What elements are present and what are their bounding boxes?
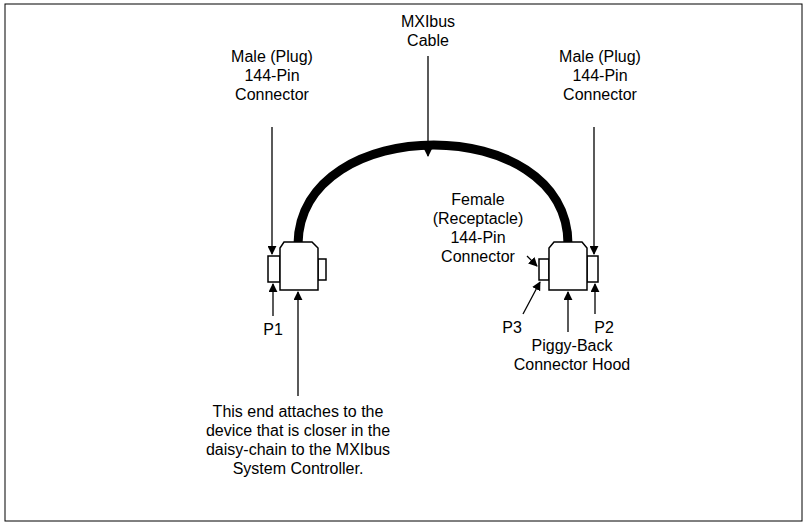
connector-id: P2 (589, 318, 619, 337)
note-text: This end attaches to the device that is … (192, 402, 404, 478)
connector-label: Male (Plug) 144-Pin Connector (226, 47, 318, 104)
connector-label: Female (Receptacle) 144-Pin Connector (428, 190, 528, 266)
figure-frame (5, 4, 802, 521)
hood-label: Piggy-Back Connector Hood (510, 336, 634, 374)
connector-label: Male (Plug) 144-Pin Connector (554, 47, 646, 104)
connector-id: P3 (497, 318, 527, 337)
connector-id: P1 (258, 320, 288, 339)
cable (298, 145, 568, 244)
cable-label: MXIbus Cable (388, 12, 468, 50)
left-connector (268, 242, 326, 290)
right-connector (539, 242, 598, 290)
